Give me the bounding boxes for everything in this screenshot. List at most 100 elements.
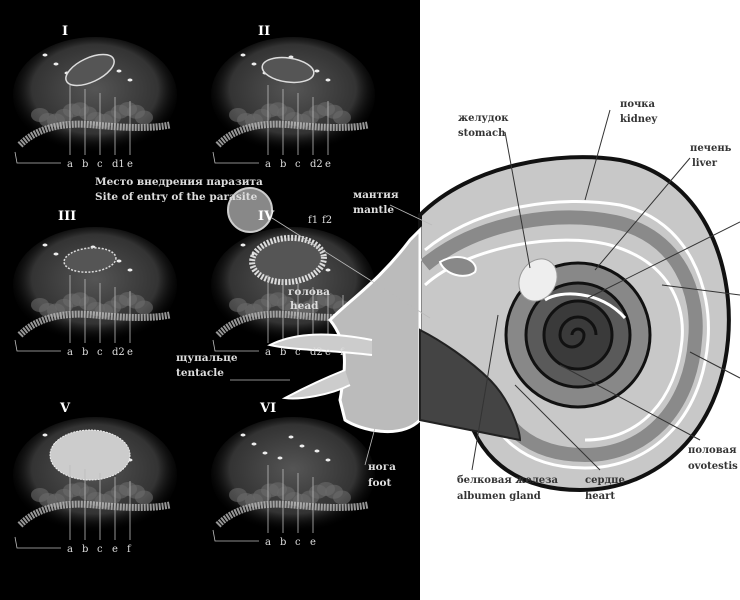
cell-dot: [314, 449, 320, 453]
cell-cluster: [333, 110, 351, 125]
panel-numeral: II: [258, 24, 270, 39]
part-label-b: b: [280, 537, 286, 548]
parasite-mass: [49, 429, 131, 481]
leader-line: [212, 151, 259, 164]
part-label-e: e: [325, 347, 331, 358]
part-label-b: b: [82, 347, 88, 358]
cell-dot: [251, 62, 257, 66]
panel-VI: [211, 417, 375, 542]
snail-body: [327, 226, 422, 434]
cell-cluster: [333, 490, 351, 505]
epithelium-layer: [215, 500, 369, 528]
stomach-label-ru: желудок: [458, 113, 509, 124]
part-label-a: a: [265, 347, 271, 358]
ovotestis-label-ru: половая ж: [688, 445, 740, 456]
lower-tentacle: [281, 369, 351, 400]
part-label-e: e: [325, 159, 331, 170]
cell-dot: [314, 69, 320, 73]
liver-label-en: liver: [692, 158, 718, 169]
epithelium-layer: [215, 120, 369, 148]
leader-line: [212, 529, 259, 542]
part-label-a: a: [265, 159, 271, 170]
cell-cluster: [135, 490, 153, 505]
ovotestis-label-en: ovotestis: [688, 461, 738, 472]
liver-label-ru: печень: [690, 143, 732, 154]
part-label-c: c: [295, 347, 301, 358]
part-label-a: a: [67, 544, 73, 555]
part-label-b: b: [82, 544, 88, 555]
foot-label-en: foot: [368, 477, 392, 489]
parasite: [63, 247, 117, 273]
magnifier-circle: [227, 187, 273, 233]
panel-V: [13, 417, 177, 549]
foot-label-ru: нога: [368, 461, 396, 473]
snail-foot-inner: [419, 328, 522, 442]
tentacle-label-ru: щупальце: [176, 352, 238, 364]
mantle-label-en: mantle: [353, 204, 394, 216]
tissue-section: [13, 227, 177, 343]
panel-numeral: V: [59, 401, 71, 416]
part-label-c: c: [97, 544, 103, 555]
part-label-e: e: [127, 347, 133, 358]
stomach-shape: [518, 258, 558, 302]
cell-dot: [325, 458, 331, 462]
cell-dot: [277, 456, 283, 460]
cell-dot: [127, 268, 133, 272]
mantle-label-ru: мантия: [353, 189, 399, 201]
leader-line: [212, 339, 259, 352]
epithelium-layer: [17, 500, 171, 528]
parasite: [249, 234, 327, 286]
parasite: [65, 53, 115, 87]
upper-tentacle: [267, 333, 373, 356]
cell-cluster: [135, 110, 153, 125]
part-label-a: a: [67, 159, 73, 170]
part-label-d1: d1: [112, 159, 125, 170]
cell-dot: [299, 444, 305, 448]
part-label-a: a: [265, 537, 271, 548]
tissue-section: [13, 37, 177, 153]
part-label-f2: f2: [322, 215, 332, 226]
cell-dot: [325, 268, 331, 272]
panel-I: [13, 37, 177, 164]
entry-caption-en: Site of entry of the parasite: [95, 191, 258, 203]
cell-dot: [53, 62, 59, 66]
tentacle-label-en: tentacle: [176, 367, 224, 379]
heart-label-ru: сердце: [585, 475, 625, 486]
cell-dot: [240, 53, 246, 57]
epithelium-layer: [17, 120, 171, 148]
cell-dot: [262, 451, 268, 455]
cell-dot: [116, 259, 122, 263]
epithelium-layer: [17, 310, 171, 338]
panel-III: [13, 227, 177, 352]
albumen-label-en: albumen gland: [457, 491, 541, 502]
leader-line: [14, 536, 61, 549]
panel-numeral: VI: [259, 401, 276, 416]
part-label-b: b: [82, 159, 88, 170]
part-label-f1: f1: [308, 215, 318, 226]
parasite: [261, 56, 315, 84]
part-label-c: c: [295, 159, 301, 170]
part-label-e: e: [310, 537, 316, 548]
cell-dot: [42, 53, 48, 57]
cell-dot: [42, 243, 48, 247]
leader-line: [14, 339, 61, 352]
cell-dot: [240, 433, 246, 437]
panel-II: [211, 37, 375, 164]
part-label-c: c: [97, 159, 103, 170]
albumen-label-ru: белковая железа: [457, 475, 559, 486]
stomach-label-en: stomach: [458, 128, 506, 139]
part-label-b: b: [280, 347, 286, 358]
part-label-e: e: [127, 159, 133, 170]
part-label-a: a: [67, 347, 73, 358]
part-label-c: c: [97, 347, 103, 358]
leader-line: [14, 151, 61, 164]
part-label-e: e: [112, 544, 118, 555]
cell-cluster: [135, 300, 153, 315]
